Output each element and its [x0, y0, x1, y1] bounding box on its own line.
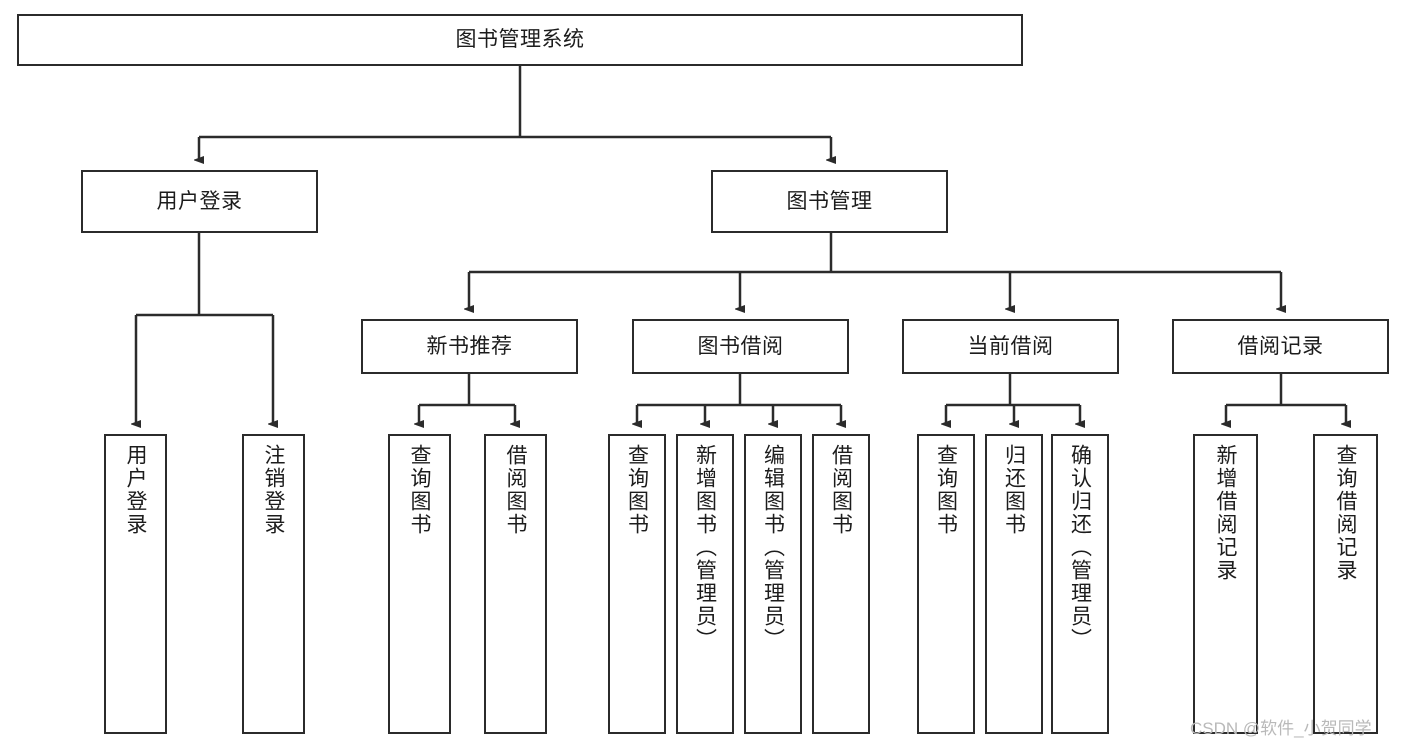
leaf-cb-confirm-return[interactable]: 确认归还（管理员）: [1051, 434, 1109, 734]
node-book-management[interactable]: 图书管理: [711, 170, 948, 233]
node-user-login[interactable]: 用户登录: [81, 170, 318, 233]
leaf-bw-edit-book[interactable]: 编辑图书（管理员）: [744, 434, 802, 734]
leaf-logout[interactable]: 注销登录: [242, 434, 305, 734]
leaf-bw-add-book-label: 新增图书（管理员）: [693, 444, 717, 651]
node-current-borrowing-label: 当前借阅: [967, 334, 1054, 358]
leaf-user-login-label: 用户登录: [124, 444, 147, 536]
leaf-cb-return-books-label: 归还图书: [1002, 444, 1026, 536]
leaf-bw-borrow-book[interactable]: 借阅图书: [812, 434, 870, 734]
leaf-bw-query-books-label: 查询图书: [625, 444, 649, 536]
leaf-cb-return-books[interactable]: 归还图书: [985, 434, 1043, 734]
csdn-watermark: CSDN @软件_小贺同学: [1190, 719, 1372, 738]
leaf-rc-add-record-label: 新增借阅记录: [1214, 444, 1237, 582]
node-current-borrowing[interactable]: 当前借阅: [902, 319, 1119, 374]
node-new-book-recommendation-label: 新书推荐: [426, 334, 513, 358]
leaf-bw-borrow-book-label: 借阅图书: [829, 444, 853, 536]
leaf-nb-borrow-books-label: 借阅图书: [504, 444, 527, 536]
node-root-label: 图书管理系统: [455, 28, 585, 52]
leaf-bw-add-book[interactable]: 新增图书（管理员）: [676, 434, 734, 734]
leaf-rc-add-record[interactable]: 新增借阅记录: [1193, 434, 1258, 734]
leaf-nb-borrow-books[interactable]: 借阅图书: [484, 434, 547, 734]
node-book-borrowing-label: 图书借阅: [697, 334, 784, 358]
node-user-login-label: 用户登录: [156, 189, 243, 213]
leaf-rc-query-record-label: 查询借阅记录: [1334, 444, 1357, 582]
leaf-user-login[interactable]: 用户登录: [104, 434, 167, 734]
leaf-logout-label: 注销登录: [262, 444, 285, 536]
leaf-nb-query-books-label: 查询图书: [408, 444, 431, 536]
leaf-cb-query-books-label: 查询图书: [934, 444, 958, 536]
leaf-bw-query-books[interactable]: 查询图书: [608, 434, 666, 734]
leaf-cb-query-books[interactable]: 查询图书: [917, 434, 975, 734]
node-book-management-label: 图书管理: [786, 189, 873, 213]
leaf-bw-edit-book-label: 编辑图书（管理员）: [761, 444, 785, 651]
node-new-book-recommendation[interactable]: 新书推荐: [361, 319, 578, 374]
node-book-borrowing[interactable]: 图书借阅: [632, 319, 849, 374]
leaf-cb-confirm-return-label: 确认归还（管理员）: [1068, 444, 1092, 651]
node-borrow-records-label: 借阅记录: [1237, 334, 1324, 358]
leaf-rc-query-record[interactable]: 查询借阅记录: [1313, 434, 1378, 734]
node-borrow-records[interactable]: 借阅记录: [1172, 319, 1389, 374]
node-root[interactable]: 图书管理系统: [17, 14, 1023, 66]
leaf-nb-query-books[interactable]: 查询图书: [388, 434, 451, 734]
